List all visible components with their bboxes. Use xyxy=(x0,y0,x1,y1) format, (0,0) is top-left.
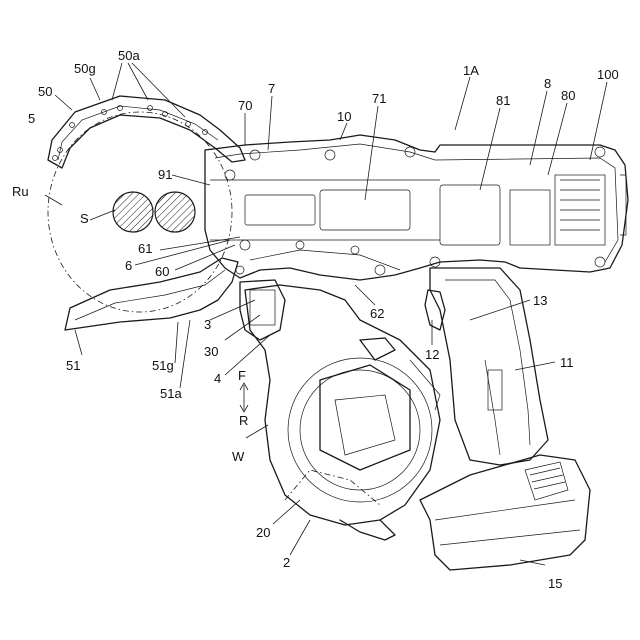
label-100: 100 xyxy=(597,67,619,82)
label-7: 7 xyxy=(268,81,275,96)
label-70: 70 xyxy=(238,98,252,113)
label-S: S xyxy=(80,211,89,226)
body-fasteners xyxy=(225,147,605,275)
label-1A: 1A xyxy=(463,63,479,78)
label-51a: 51a xyxy=(160,386,182,401)
label-30: 30 xyxy=(204,344,218,359)
label-W: W xyxy=(232,449,245,464)
leader-lines xyxy=(45,63,607,565)
label-11: 11 xyxy=(560,355,574,370)
label-71: 71 xyxy=(372,91,386,106)
label-50a: 50a xyxy=(118,48,140,63)
label-20: 20 xyxy=(256,525,270,540)
label-F: F xyxy=(238,368,246,383)
label-R: R xyxy=(239,413,248,428)
main-body xyxy=(205,135,628,280)
battery xyxy=(420,455,590,570)
label-51: 51 xyxy=(66,358,80,373)
trigger xyxy=(425,290,445,330)
tip-unit xyxy=(240,280,285,340)
label-80: 80 xyxy=(561,88,575,103)
direction-arrow xyxy=(240,383,248,412)
label-50g: 50g xyxy=(74,61,96,76)
label-2: 2 xyxy=(283,555,290,570)
label-15: 15 xyxy=(548,576,562,591)
label-51g: 51g xyxy=(152,358,174,373)
label-61: 61 xyxy=(138,241,152,256)
label-50: 50 xyxy=(38,84,52,99)
label-60: 60 xyxy=(155,264,169,279)
label-Ru: Ru xyxy=(12,184,29,199)
label-91: 91 xyxy=(158,167,172,182)
grip xyxy=(430,268,548,465)
label-81: 81 xyxy=(496,93,510,108)
label-4: 4 xyxy=(214,371,221,386)
upper-curl-guide xyxy=(48,96,245,168)
guide-holes xyxy=(53,106,208,161)
reference-labels: 50a 50g 50 5 70 7 10 71 1A 81 8 80 100 R… xyxy=(12,48,619,591)
label-10: 10 xyxy=(337,109,351,124)
label-3: 3 xyxy=(204,317,211,332)
reel-housing xyxy=(245,285,440,540)
rebars xyxy=(113,192,195,232)
label-62: 62 xyxy=(370,306,384,321)
label-6: 6 xyxy=(125,258,132,273)
label-8: 8 xyxy=(544,76,551,91)
label-12: 12 xyxy=(425,347,439,362)
label-5: 5 xyxy=(28,111,35,126)
label-13: 13 xyxy=(533,293,547,308)
